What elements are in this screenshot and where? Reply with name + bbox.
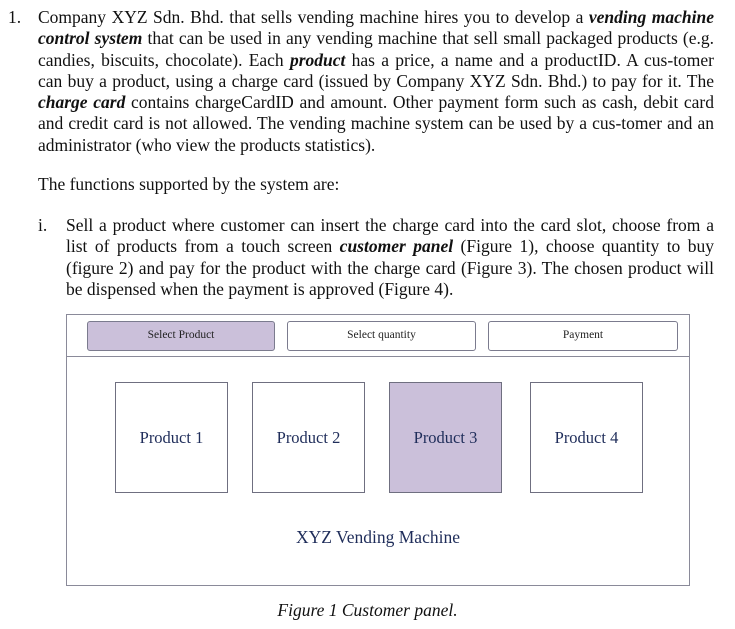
product-3-button[interactable]: Product 3 (389, 382, 502, 493)
customer-panel-figure: Select Product Select quantity Payment P… (66, 314, 690, 586)
tab-select-quantity[interactable]: Select quantity (287, 321, 476, 351)
product-1-button[interactable]: Product 1 (115, 382, 228, 493)
machine-name: XYZ Vending Machine (296, 527, 460, 547)
emphasis-term: customer panel (339, 236, 454, 257)
emphasis-term: charge card (38, 92, 126, 113)
tab-payment[interactable]: Payment (488, 321, 678, 351)
figure-caption: Figure 1 Customer panel. (277, 600, 458, 620)
functions-intro: The functions supported by the system ar… (38, 174, 340, 194)
item-number: i. (38, 215, 48, 235)
product-4-button[interactable]: Product 4 (530, 382, 643, 493)
tab-select-product[interactable]: Select Product (87, 321, 275, 351)
product-2-button[interactable]: Product 2 (252, 382, 365, 493)
item-text: Sell a product where customer can insert… (66, 215, 714, 299)
emphasis-term: product (289, 49, 346, 70)
question-paragraph: Company XYZ Sdn. Bhd. that sells vending… (38, 7, 715, 155)
emphasis-term: vending machine control system (38, 7, 714, 49)
step-bar: Select Product Select quantity Payment (67, 315, 689, 357)
question-number: 1. (8, 7, 22, 27)
